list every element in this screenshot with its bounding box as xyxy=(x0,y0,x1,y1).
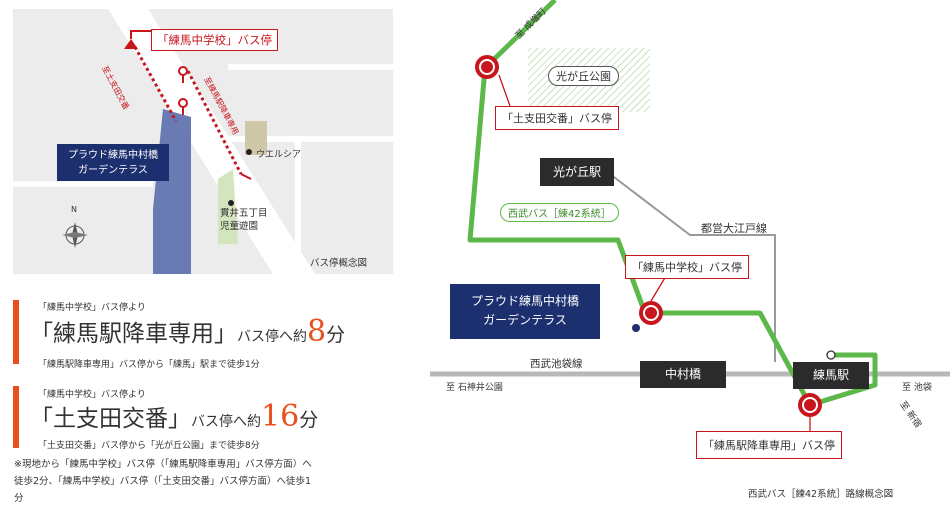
nerima-chugakko-stop-callout: 「練馬中学校」バス停 xyxy=(625,255,749,279)
direction-shakujii-label: 至 石神井公園 xyxy=(446,383,503,393)
route-1-headline: 「練馬駅降車専用」バス停へ約8分 xyxy=(30,314,345,349)
property-label: プラウド練馬中村橋 ガーデンテラス xyxy=(57,144,169,181)
bus-stop-map-graphic xyxy=(13,9,393,274)
route-2-minutes: 16 xyxy=(261,399,300,434)
nerima-eki-stop-callout: 「練馬駅降車専用」バス停 xyxy=(696,431,842,459)
property-label: プラウド練馬中村橋 ガーデンテラス xyxy=(450,284,600,339)
ikebukuro-line-label: 西武池袋線 xyxy=(530,358,583,370)
route-2-unit: 分 xyxy=(299,409,319,431)
bus-stop-map: 「練馬中学校」バス停 至土支田交番 至練馬駅降車専用 プラウド練馬中村橋 ガーデ… xyxy=(13,9,393,274)
route-2-origin: 「練馬中学校」バス停より xyxy=(38,390,146,400)
bus-stop-map-caption: バス停概念図 xyxy=(310,258,368,269)
route-2-destination: 「土支田交番」 xyxy=(30,406,191,432)
welcia-label: ウエルシア xyxy=(256,150,302,160)
route-2-walk-note: 「土支田交番」バス停から「光が丘公園」まで徒歩8分 xyxy=(38,441,260,451)
nerima-chugakko-bus-stop-label: 「練馬中学校」バス停 xyxy=(151,29,278,51)
doshida-stop-callout: 「土支田交番」バス停 xyxy=(495,106,619,130)
route-1-destination: 「練馬駅降車専用」 xyxy=(30,321,237,347)
compass-north-label: N xyxy=(71,205,77,214)
route-1-unit: 分 xyxy=(326,324,346,346)
route-1-accent-bar xyxy=(13,300,19,364)
footnote: ※現地から「練馬中学校」バス停（「練馬駅降車専用」バス停方面）へ 徒歩2分、「練… xyxy=(14,459,312,504)
route-1-suffix: バス停へ約 xyxy=(237,329,307,345)
route-map-caption: 西武バス［練42系統］路線概念図 xyxy=(748,489,894,500)
route-2-suffix: バス停へ約 xyxy=(191,414,261,430)
oedo-line-label: 都営大江戸線 xyxy=(701,222,767,235)
route-1-minutes: 8 xyxy=(307,314,327,349)
nerima-station: 練馬駅 xyxy=(793,362,869,389)
hikarigaoka-station: 光が丘駅 xyxy=(540,158,614,186)
route-2-accent-bar xyxy=(13,386,19,448)
route-1-origin: 「練馬中学校」バス停より xyxy=(38,303,146,313)
seibu-bus-line-label: 西武バス［練42系統］ xyxy=(500,203,619,222)
route-map: 至 成増町 光が丘公園 「土支田交番」バス停 光が丘駅 西武バス［練42系統］ … xyxy=(430,0,950,512)
direction-ikebukuro-label: 至 池袋 xyxy=(902,383,932,393)
route-1-walk-note: 「練馬駅降車専用」バス停から「練馬」駅まで徒歩1分 xyxy=(38,360,260,370)
park-label: 貫井五丁目 児童遊園 xyxy=(220,208,268,232)
route-2-headline: 「土支田交番」バス停へ約16分 xyxy=(30,399,318,434)
hikarigaoka-park-label: 光が丘公園 xyxy=(548,66,619,86)
nakamurabashi-station: 中村橋 xyxy=(640,361,726,388)
